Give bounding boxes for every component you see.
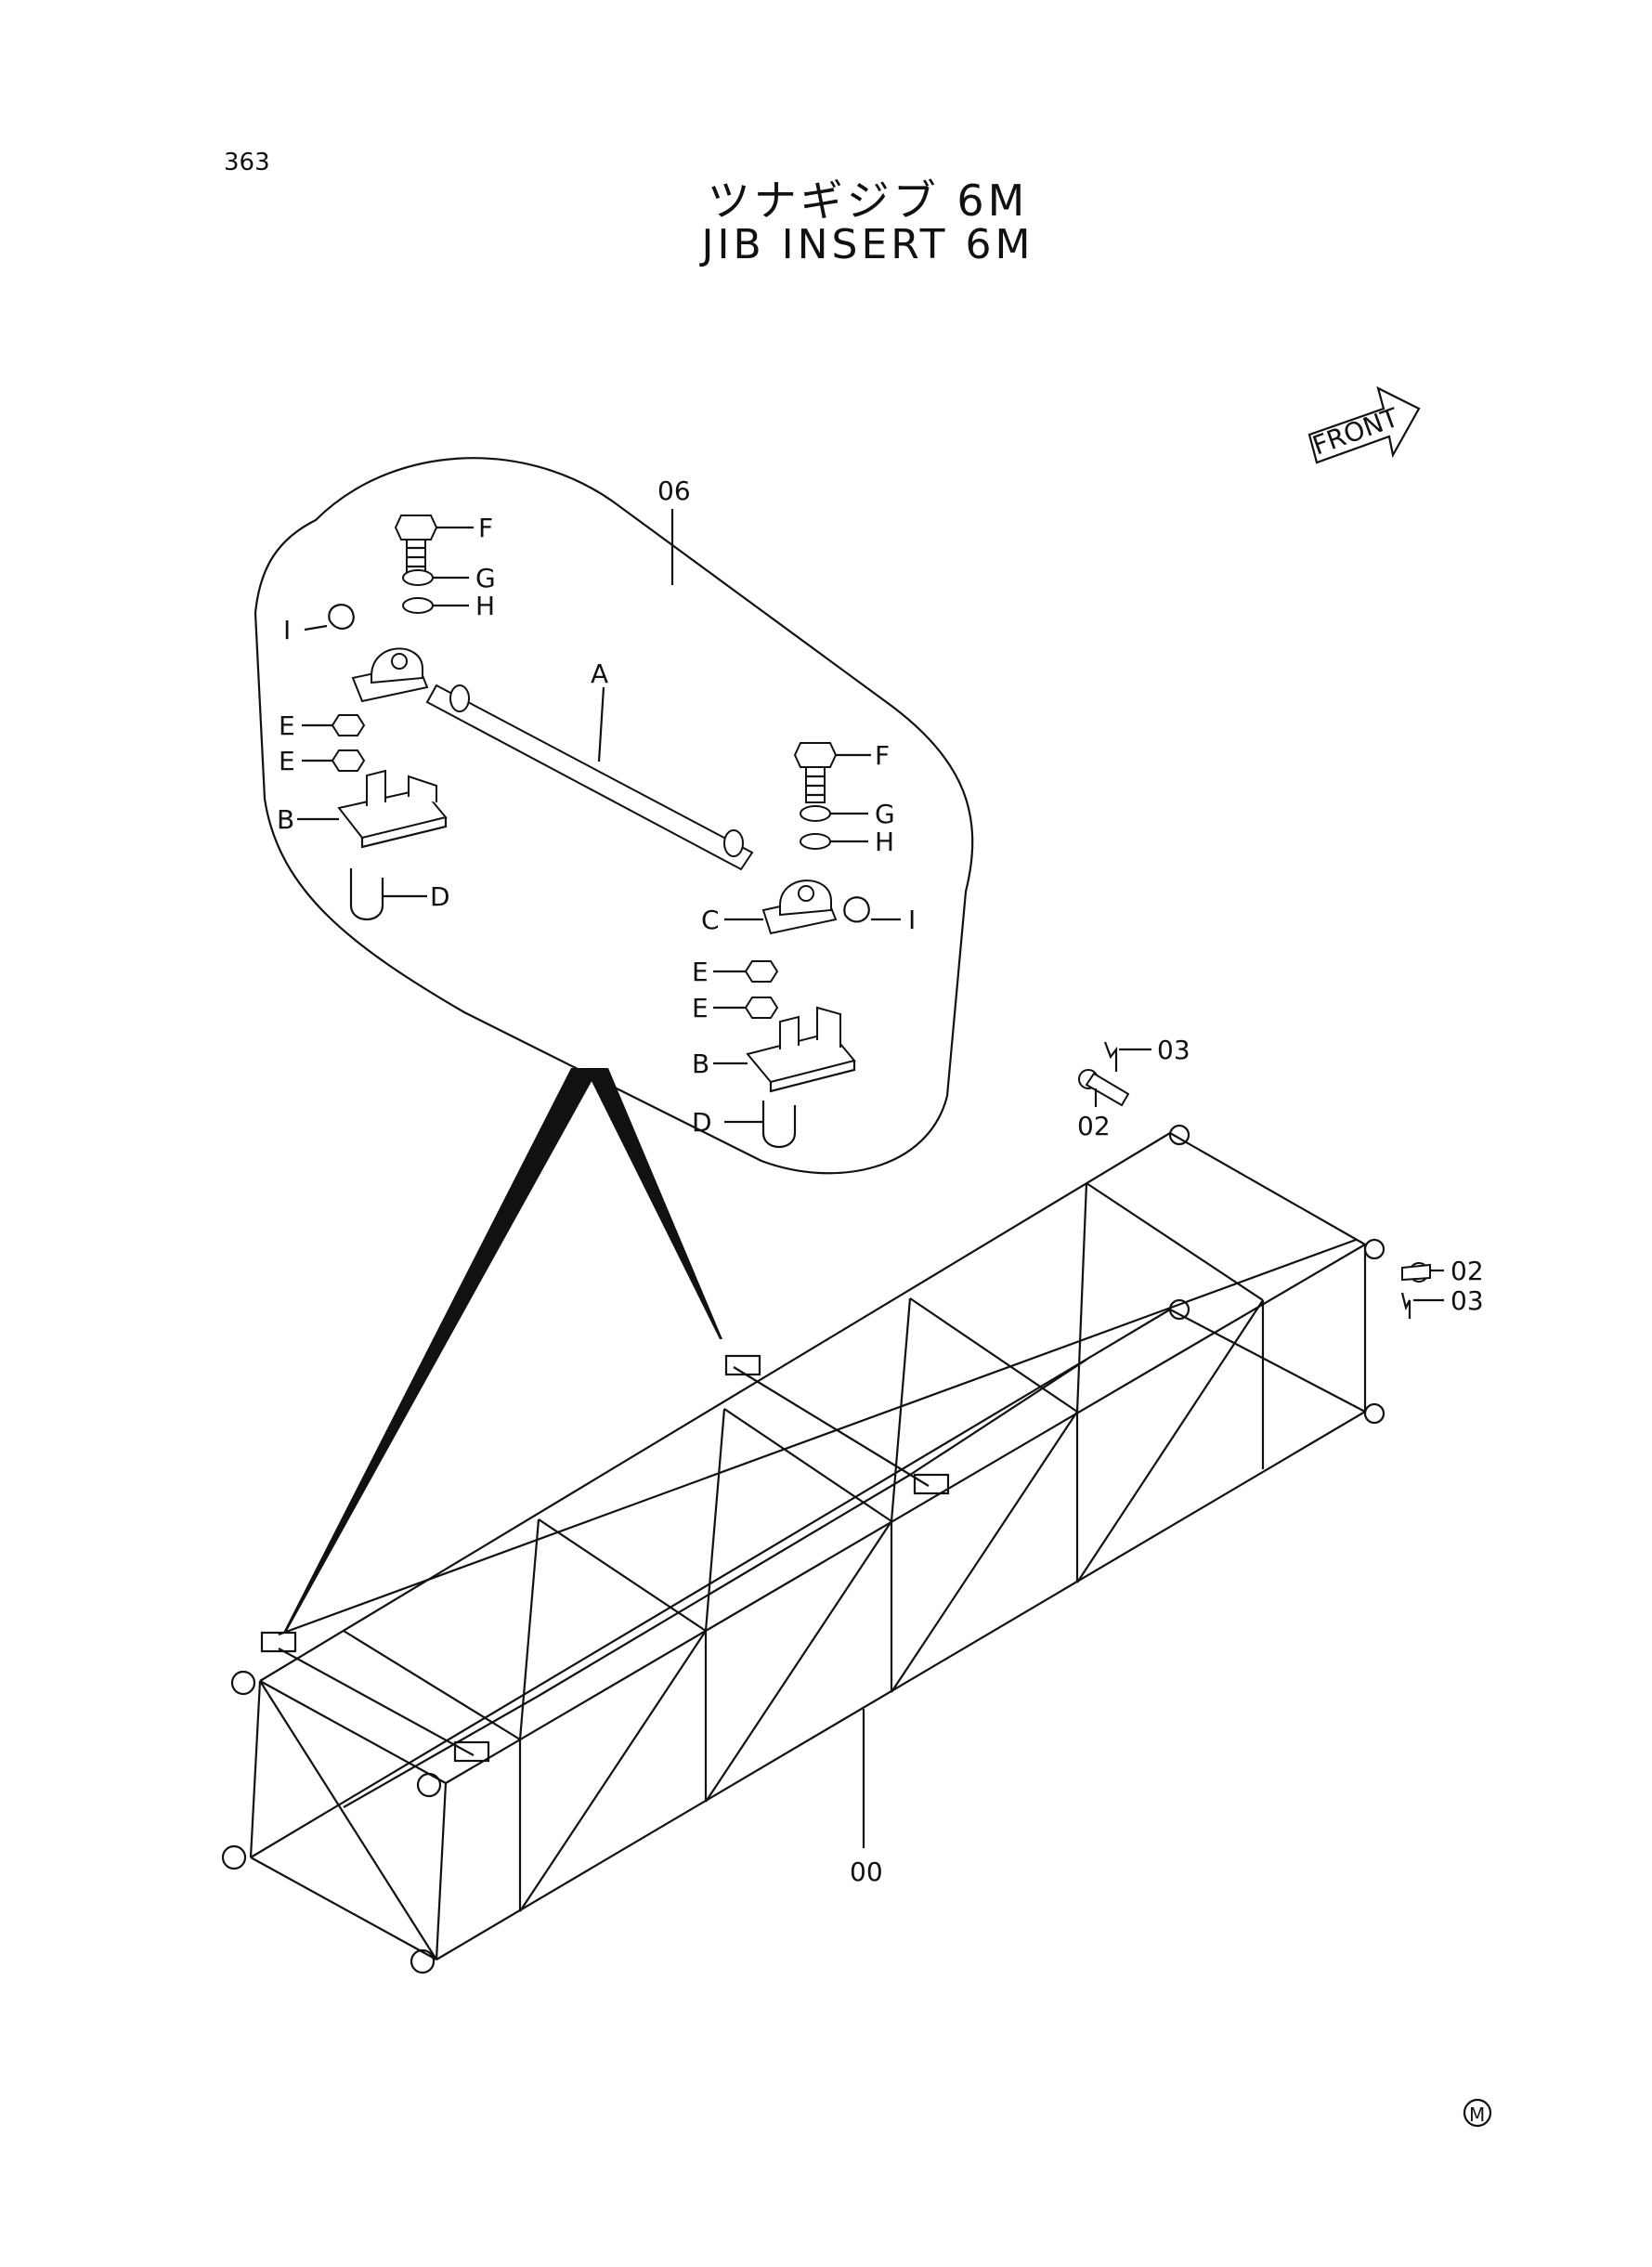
bearing-icon [761,879,838,935]
part-label-g: G [875,799,895,829]
detail-pointer [283,1068,722,1633]
part-label-h: H [475,591,495,621]
part-label-e: E [692,957,709,987]
nut-icon [331,714,366,736]
detail-group-callout: 06 [657,476,691,506]
part-label-f: F [478,513,493,543]
pin-callout: 02 [1450,1256,1484,1286]
bracket-icon [337,769,448,849]
front-arrow-icon: FRONT [1307,385,1421,464]
bearing-icon [351,647,429,703]
clip-icon [1103,1041,1118,1072]
bolt-icon [793,742,838,803]
snap-ring-icon [328,604,355,630]
title-english: JIB INSERT 6M [701,221,1034,268]
frame-callout: 00 [850,1857,883,1887]
part-label-h: H [875,827,894,857]
part-label-g: G [475,563,496,593]
part-label-e: E [279,710,295,741]
part-label-b: B [692,1049,709,1079]
clip-callout: 03 [1157,1035,1190,1065]
part-label-b: B [277,804,294,835]
snap-ring-icon [843,896,870,923]
washer-icon [800,833,831,850]
part-label-d: D [692,1107,712,1138]
title-japanese: ツナギジブ 6M [707,176,1029,226]
u-bolt-icon [761,1101,797,1148]
front-label: FRONT [1308,402,1403,462]
bolt-icon [394,515,438,576]
jib-insert-frame [221,1124,1385,1974]
bracket-icon [746,1006,856,1093]
lock-washer-icon [800,805,831,822]
part-label-i: I [908,905,916,935]
pin-icon [1401,1262,1431,1283]
shaft-icon [425,684,754,871]
nut-icon [744,997,779,1019]
page-number: 363 [224,149,270,176]
u-bolt-icon [349,868,384,920]
lock-washer-icon [402,569,434,586]
part-label-f: F [875,740,890,771]
part-label-i: I [283,615,291,645]
circled-m-icon [1463,2098,1492,2128]
clip-icon [1400,1292,1411,1319]
part-label-e: E [692,993,709,1023]
nut-icon [331,749,366,772]
washer-icon [402,597,434,614]
pin-icon [1078,1069,1130,1107]
pin-callout: 02 [1077,1111,1111,1141]
nut-icon [744,960,779,983]
mark-symbol: M [1469,2104,1485,2126]
part-label-d: D [430,881,450,912]
part-label-a: A [591,658,608,689]
clip-callout: 03 [1450,1285,1484,1316]
part-label-c: C [701,905,720,935]
part-label-e: E [279,746,295,776]
detail-bubble-outline [254,457,974,1175]
